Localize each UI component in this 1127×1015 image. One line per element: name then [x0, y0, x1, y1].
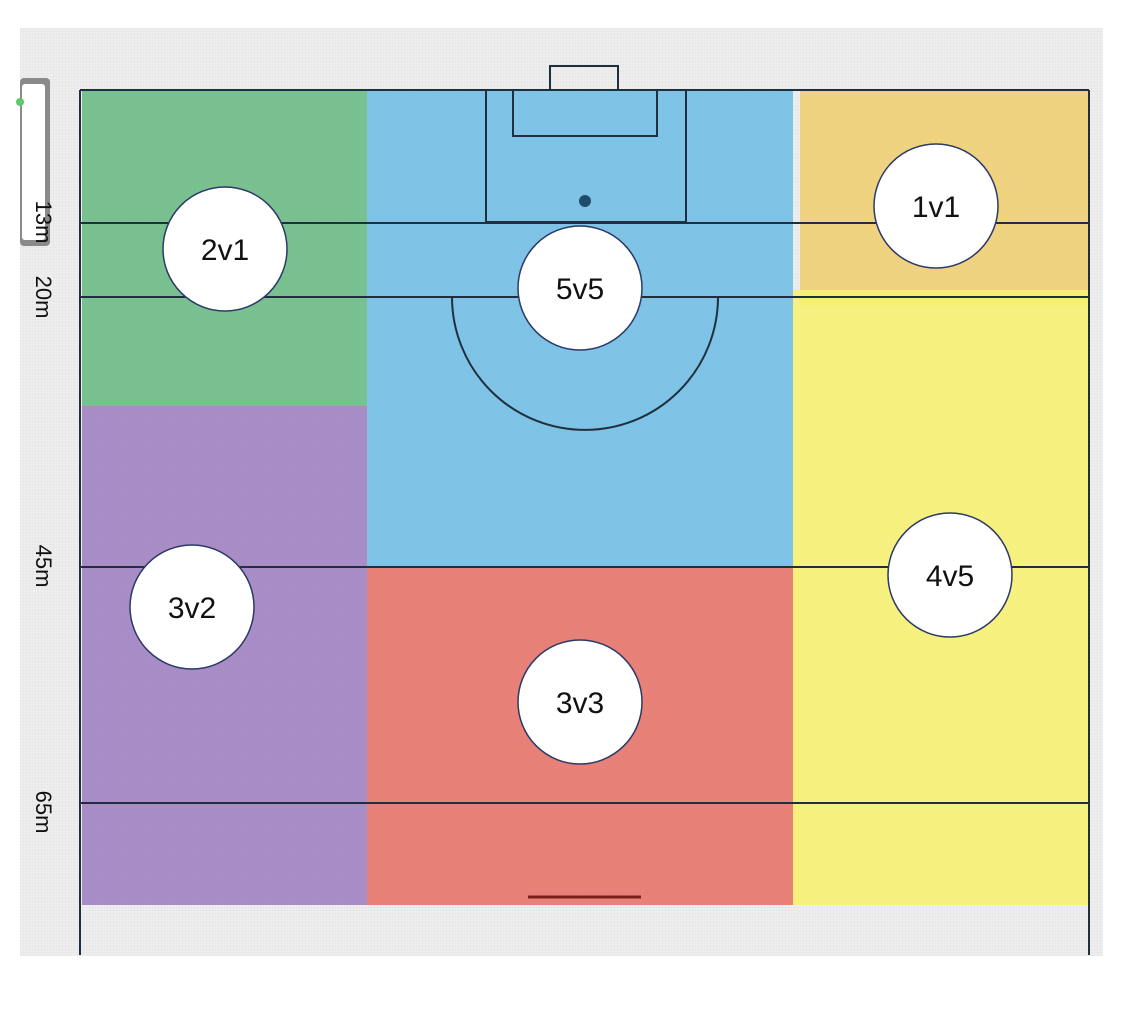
zone-label: 3v2	[168, 592, 216, 625]
arc	[451, 296, 719, 431]
distance-label-45m: 45m	[31, 545, 56, 588]
zone-badge-circle	[517, 639, 643, 765]
zone-label: 4v5	[926, 560, 974, 593]
zone-badge-circle	[517, 225, 643, 351]
zone-badge-circle	[873, 143, 999, 269]
zone-badge-1v1: 1v1	[873, 143, 999, 269]
zone-badge-circle	[129, 544, 255, 670]
penalty-spot	[579, 195, 591, 207]
ui-fragment-control	[16, 78, 50, 246]
goal	[549, 65, 619, 91]
zone-badge-4v5: 4v5	[887, 512, 1013, 638]
zone-badge-circle	[162, 186, 288, 312]
zone-label: 3v3	[556, 687, 604, 720]
zone-badge-3v2: 3v2	[129, 544, 255, 670]
zone-badge-5v5: 5v5	[517, 225, 643, 351]
zone-label: 1v1	[912, 191, 960, 224]
zone-badge-2v1: 2v1	[162, 186, 288, 312]
distance-label-20m: 20m	[31, 276, 56, 319]
zone-badge-circle	[887, 512, 1013, 638]
distance-label-13m: 13m	[31, 201, 56, 244]
distance-label-65m: 65m	[31, 791, 56, 834]
status-dot-icon	[16, 98, 24, 106]
zone-label: 2v1	[201, 234, 249, 267]
zone-badge-3v3: 3v3	[517, 639, 643, 765]
small-rectangle	[512, 90, 658, 137]
zone-label: 5v5	[556, 273, 604, 306]
